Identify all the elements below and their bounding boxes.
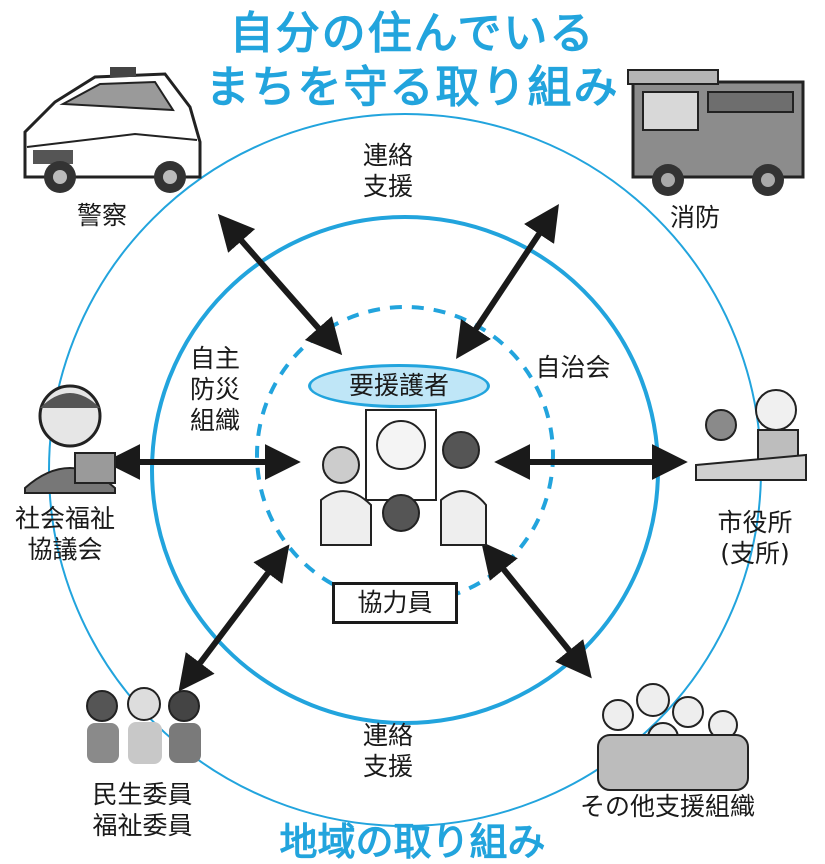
fire-truck-illustration — [627, 69, 805, 196]
node-fire-label: 消防 — [669, 203, 720, 232]
phone-operator-illustration — [24, 384, 116, 494]
arrow-other-orgs — [481, 541, 592, 679]
ring-label-top: 連絡 支援 — [358, 140, 418, 202]
node-commissioners-line-2: 福祉委員 — [92, 811, 193, 840]
police-car-illustration — [23, 67, 202, 193]
diagram-title-line-1: 自分の住んでいる — [229, 8, 596, 59]
arrow-commissioners — [178, 544, 290, 692]
inner-label-disaster-org-line-1: 自主 — [189, 344, 240, 373]
ring-label-top-line-2: 支援 — [362, 172, 413, 201]
node-welfare-council-line-2: 協議会 — [27, 535, 103, 564]
arrow-police — [217, 213, 343, 356]
node-welfare-council-line-1: 社会福祉 — [14, 504, 115, 533]
ring-label-bottom-line-2: 支援 — [362, 752, 413, 781]
center-oval-label: 要援護者 — [308, 364, 490, 408]
ring-label-top-line-1: 連絡 — [362, 141, 413, 170]
diagram-canvas — [23, 67, 807, 827]
node-commissioners-label: 民生委員 福祉委員 — [80, 779, 205, 841]
node-welfare-council-label: 社会福祉 協議会 — [5, 503, 125, 565]
ring-label-bottom: 連絡 支援 — [358, 720, 418, 782]
inner-label-neighborhood: 自治会 — [535, 353, 611, 382]
center-family-illustration — [320, 409, 487, 546]
node-city-office-line-1: 市役所 — [717, 508, 793, 537]
ring-label-bottom-line-1: 連絡 — [362, 721, 413, 750]
node-commissioners-line-1: 民生委員 — [92, 780, 193, 809]
commissioners-illustration — [86, 687, 201, 764]
support-group-illustration — [597, 683, 749, 791]
inner-label-disaster-org: 自主 防災 組織 — [185, 343, 245, 436]
inner-label-disaster-org-line-3: 組織 — [189, 406, 240, 435]
node-other-orgs-label: その他支援組織 — [579, 792, 755, 821]
diagram-title-line-2: まちを守る取り組み — [205, 62, 620, 113]
inner-label-disaster-org-line-2: 防災 — [189, 375, 240, 404]
node-city-office-label: 市役所 (支所) — [700, 507, 810, 569]
arrow-fire — [456, 204, 559, 359]
office-illustration — [695, 389, 807, 481]
footer-partial-title: 地域の取り組み — [279, 820, 546, 864]
cooperators-box-label: 協力員 — [332, 582, 458, 624]
node-police-label: 警察 — [76, 201, 127, 230]
node-city-office-line-2: (支所) — [720, 539, 790, 568]
